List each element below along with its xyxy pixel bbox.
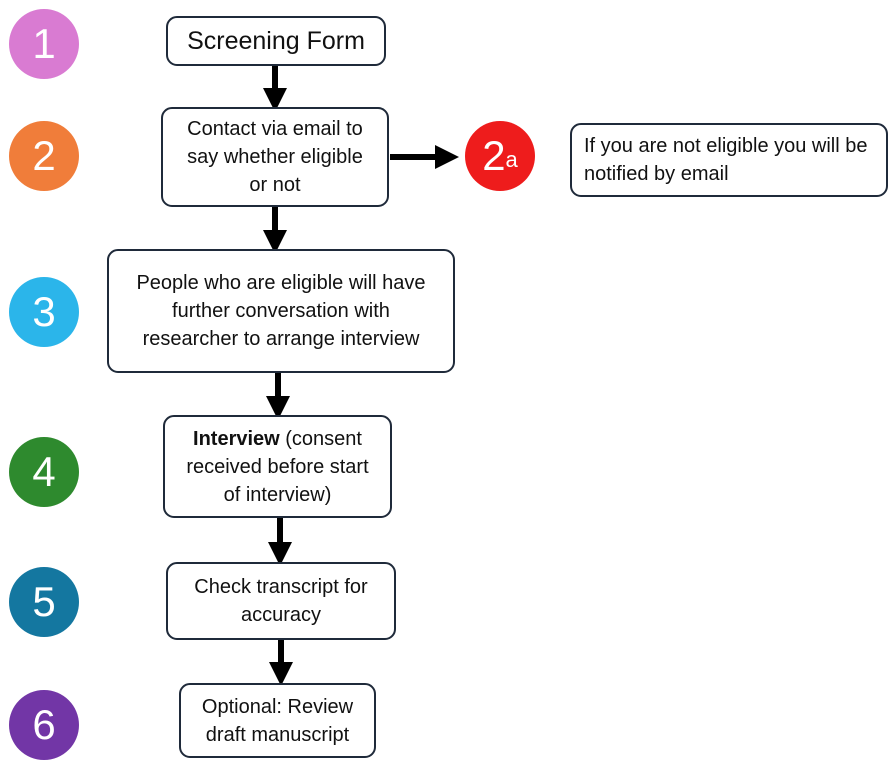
step-4-text-bold: Interview <box>193 427 280 450</box>
step-3-text: People who are eligible will have furthe… <box>136 272 426 350</box>
step-5-box: Check transcript for accuracy <box>166 562 396 640</box>
step-2a-box: If you are not eligible you will be noti… <box>570 123 888 197</box>
step-2a-text: If you are not eligible you will be noti… <box>584 135 868 185</box>
step-4-number: 4 <box>9 437 79 507</box>
step-6-number-text: 6 <box>32 701 56 748</box>
step-6-text: Optional: Review draft manuscript <box>201 695 354 746</box>
step-2-number: 2 <box>9 121 79 191</box>
step-1-text: Screening Form <box>187 27 365 55</box>
step-2a-suffix: a <box>505 147 518 172</box>
step-1-box: Screening Form <box>166 16 386 66</box>
step-6-box: Optional: Review draft manuscript <box>179 683 376 758</box>
step-4-number-text: 4 <box>32 448 56 495</box>
step-3-number: 3 <box>9 277 79 347</box>
step-2a-number-text: 2 <box>482 132 506 179</box>
step-5-text: Check transcript for accuracy <box>194 576 368 626</box>
step-2-text: Contact via email to say whether eligibl… <box>187 118 363 196</box>
step-1-number: 1 <box>9 9 79 79</box>
step-3-box: People who are eligible will have furthe… <box>107 249 455 373</box>
step-2-number-text: 2 <box>32 132 56 179</box>
step-5-number: 5 <box>9 567 79 637</box>
step-5-number-text: 5 <box>32 578 56 625</box>
step-2-box: Contact via email to say whether eligibl… <box>161 107 389 207</box>
step-1-number-text: 1 <box>32 20 56 67</box>
step-3-number-text: 3 <box>32 288 56 335</box>
step-6-number: 6 <box>9 690 79 760</box>
step-4-box: Interview (consent received before start… <box>163 415 392 518</box>
step-4-text: (consent received before start of interv… <box>186 427 369 506</box>
